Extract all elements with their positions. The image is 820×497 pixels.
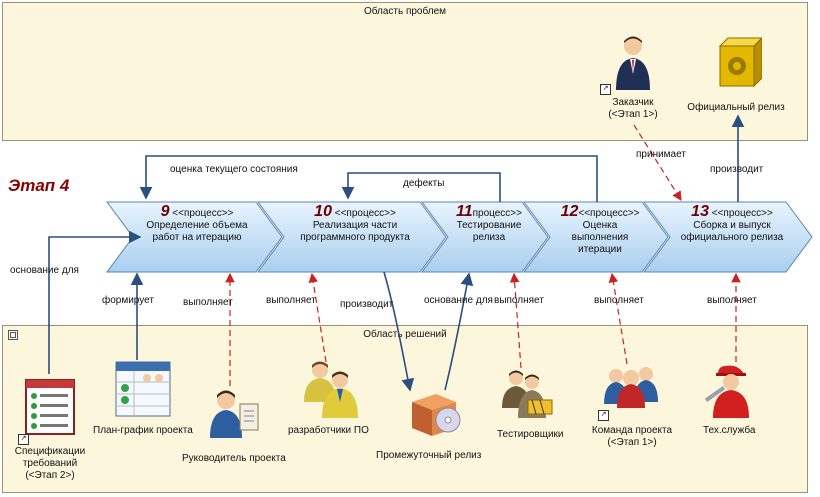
- process-13-shape: [643, 201, 813, 273]
- specification-label: Спецификации требований (<Этап 2>): [8, 446, 92, 482]
- process-9[interactable]: 9 <<процесс>> Определение объема работ н…: [132, 203, 262, 244]
- project-team-label: Команда проекта (<Этап 1>): [586, 425, 678, 449]
- package-icon: [8, 330, 18, 340]
- project-plan-label: План-график проекта: [93, 425, 193, 436]
- edge-label-forms: формирует: [102, 295, 154, 306]
- edge-basis-left: [48, 230, 142, 374]
- customer-name: Заказчик: [612, 97, 654, 108]
- edge-label-performs-4: выполняет: [594, 295, 644, 306]
- process-10-stereotype: <<процесс>>: [334, 208, 396, 219]
- process-9-name-line1: Определение объема: [146, 220, 248, 231]
- edge-label-performs-5: выполняет: [707, 295, 757, 306]
- edge-label-accepts: принимает: [636, 149, 686, 160]
- process-9-name-line2: работ на итерацию: [152, 232, 242, 243]
- customer-stage: (<Этап 1>): [608, 109, 658, 120]
- process-11-name-line1: Тестирование: [456, 220, 522, 231]
- edge-performs-2: [308, 272, 327, 363]
- edge-basis-mid: [444, 272, 474, 391]
- project-team-name: Команда проекта: [591, 425, 673, 436]
- project-team-shortcut-icon: ↗: [598, 410, 609, 421]
- edge-label-assessment: оценка текущего состояния: [170, 164, 298, 175]
- tech-service-label: Тех.служба: [703, 425, 756, 436]
- specification-line3: (<Этап 2>): [25, 470, 75, 481]
- project-plan-icon[interactable]: [114, 360, 172, 418]
- process-12-name-line3: итерации: [578, 244, 622, 255]
- process-12-shape: [523, 201, 669, 273]
- edge-label-produces-top: производит: [710, 164, 764, 175]
- intermediate-release-label: Промежуточный релиз: [376, 450, 482, 461]
- edge-label-basis-left: основание для: [10, 265, 79, 276]
- process-10-shape: [257, 201, 447, 273]
- process-11-stereotype: процесс>>: [472, 208, 522, 219]
- process-10-number: 10: [314, 203, 332, 220]
- customer-icon[interactable]: [613, 34, 653, 90]
- edge-label-performs-1: выполняет: [183, 297, 233, 308]
- edge-assessment: [139, 155, 598, 202]
- process-10-name-line1: Реализация части: [312, 220, 398, 231]
- problem-area: Область проблем: [2, 2, 808, 141]
- process-12-number: 12: [560, 203, 579, 220]
- edge-label-produces-mid: производит: [340, 299, 394, 310]
- project-team-stage: (<Этап 1>): [607, 437, 657, 448]
- testers-icon[interactable]: [498, 368, 554, 422]
- developers-label: разработчики ПО: [288, 425, 369, 436]
- process-9-number: 9: [160, 203, 170, 220]
- process-12-stereotype: <<процесс>>: [578, 208, 640, 219]
- project-manager-icon[interactable]: [210, 386, 262, 438]
- process-13-name-line2: официального релиза: [680, 232, 784, 243]
- edge-label-basis-mid: основание для: [424, 295, 493, 306]
- stage-label: Этап 4: [8, 176, 70, 195]
- intermediate-release-icon[interactable]: [404, 384, 464, 442]
- problem-area-title: Область проблем: [363, 6, 447, 17]
- specification-line2: требований: [22, 458, 78, 469]
- process-11-name-line2: релиза: [472, 232, 506, 243]
- specification-line1: Спецификации: [14, 446, 86, 457]
- process-13[interactable]: 13 <<процесс>> Сборка и выпуск официальн…: [662, 203, 802, 244]
- customer-label: Заказчик (<Этап 1>): [593, 97, 673, 121]
- edge-performs-4: [608, 272, 628, 365]
- edge-performs-3: [509, 272, 522, 369]
- edge-label-performs-2: выполняет: [266, 295, 316, 306]
- tech-service-icon[interactable]: [704, 362, 754, 418]
- edge-produces-mid: [383, 271, 415, 392]
- edge-label-performs-3: выполняет: [494, 295, 544, 306]
- specification-icon[interactable]: [24, 378, 76, 436]
- process-11-number: 11: [455, 203, 473, 220]
- process-9-stereotype: <<процесс>>: [172, 208, 234, 219]
- process-11-shape: [421, 201, 549, 273]
- official-release-label: Официальный релиз: [687, 102, 785, 113]
- edge-accepts: [633, 124, 682, 202]
- process-10[interactable]: 10 <<процесс>> Реализация части программ…: [285, 203, 425, 244]
- customer-shortcut-icon: ↗: [600, 84, 611, 95]
- developers-icon[interactable]: [300, 358, 358, 418]
- specification-shortcut-icon: ↗: [18, 434, 29, 445]
- process-11[interactable]: 11процесс>> Тестирование релиза: [444, 203, 534, 244]
- process-12[interactable]: 12<<процесс>> Оценка выполнения итерации: [550, 203, 650, 256]
- edge-label-defects: дефекты: [403, 178, 445, 189]
- solution-area-title: Область решений: [363, 329, 447, 340]
- project-team-icon[interactable]: [602, 362, 660, 408]
- project-manager-label: Руководитель проекта: [182, 453, 286, 464]
- process-10-name-line2: программного продукта: [300, 232, 410, 243]
- edge-defects: [341, 172, 501, 202]
- process-13-stereotype: <<процесс>>: [711, 208, 773, 219]
- process-12-name-line2: выполнения: [571, 232, 629, 243]
- process-13-name-line1: Сборка и выпуск: [693, 220, 771, 231]
- official-release-icon[interactable]: [712, 34, 762, 90]
- process-13-number: 13: [691, 203, 709, 220]
- testers-label: Тестировщики: [497, 429, 564, 440]
- process-12-name-line1: Оценка: [582, 220, 618, 231]
